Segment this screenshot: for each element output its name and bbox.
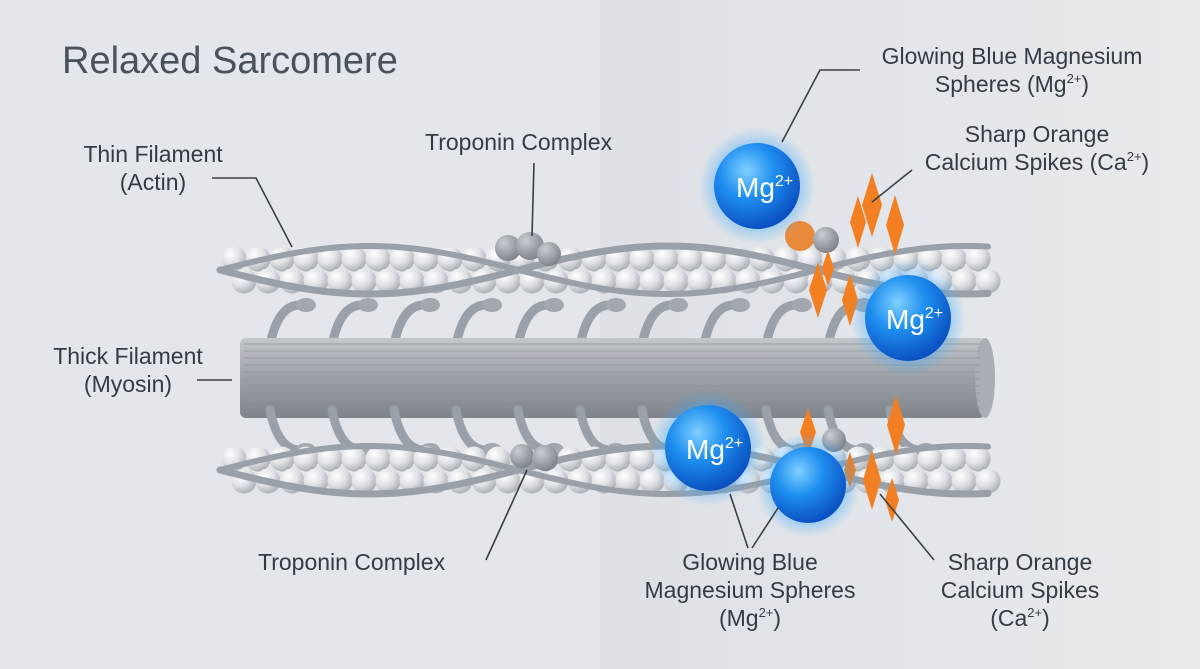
mg-label-bottom-line2: Magnesium Spheres (644, 577, 856, 603)
mg-label-bottom: Glowing Blue Magnesium Spheres (Mg2+) (620, 548, 880, 632)
mg-label-bottom-line3: (Mg2+) (718, 605, 782, 631)
actin-bead (615, 268, 641, 294)
actin-bead (687, 268, 713, 294)
troponin-label-top: Troponin Complex (425, 129, 613, 155)
thick-filament-label-line2: (Myosin) (83, 371, 173, 397)
actin-bead (951, 268, 977, 294)
troponin-complex-top (495, 221, 839, 266)
ca-label-top-line2: Calcium Spikes (Ca2+) (924, 149, 1150, 175)
actin-bead (975, 268, 1001, 294)
mg-sphere-1: Mg2+ (699, 128, 815, 244)
actin-bead (341, 246, 367, 272)
mg-symbol: Mg (886, 304, 925, 335)
actin-bead (399, 468, 425, 494)
actin-bead (375, 268, 401, 294)
left-panel (0, 0, 600, 669)
ca-label-bottom-line3: (Ca2+) (990, 605, 1050, 631)
mg-label-top: Glowing Blue Magnesium Spheres (Mg2+) (862, 42, 1162, 98)
actin-bead (341, 446, 367, 472)
calcium-spikes (800, 173, 905, 522)
actin-bead (677, 246, 703, 272)
actin-bead (399, 268, 425, 294)
diagram-title: Relaxed Sarcomere (62, 40, 398, 82)
mg-charge: 2+ (925, 305, 943, 322)
ca-label-top-line1: Sharp Orange (964, 121, 1110, 147)
thick-filament-label-line1: Thick Filament (53, 343, 203, 369)
calcium-spike (850, 196, 866, 248)
mg-sphere-2: Mg2+ (850, 260, 966, 376)
actin-bead (965, 446, 991, 472)
svg-text:Mg2+: Mg2+ (686, 434, 743, 465)
ca-label-bottom: Sharp Orange Calcium Spikes (Ca2+) (920, 548, 1120, 632)
actin-bead (389, 446, 415, 472)
actin-bead (389, 246, 415, 272)
actin-bead (941, 246, 967, 272)
mg-sphere-4 (756, 433, 860, 537)
thick-filament-label: Thick Filament (Myosin) (40, 342, 216, 398)
mg-label-top-line1: Glowing Blue Magnesium (881, 43, 1143, 69)
actin-bead (639, 268, 665, 294)
actin-bead (351, 468, 377, 494)
actin-bead (327, 468, 353, 494)
actin-bead (975, 468, 1001, 494)
actin-bead (965, 246, 991, 272)
mg-label-bottom-line1: Glowing Blue (682, 549, 818, 575)
calcium-spike (886, 195, 904, 255)
calcium-spike (887, 395, 905, 455)
thin-filament-label-line1: Thin Filament (83, 141, 223, 167)
actin-bead (663, 268, 689, 294)
ca-label-top: Sharp Orange Calcium Spikes (Ca2+) (908, 120, 1166, 176)
actin-bead (653, 246, 679, 272)
actin-bead (615, 468, 641, 494)
actin-bead (327, 268, 353, 294)
calcium-spike (863, 450, 881, 510)
actin-bead (917, 446, 943, 472)
mg-symbol: Mg (686, 434, 725, 465)
actin-bead (629, 446, 655, 472)
thin-filament-label: Thin Filament (Actin) (70, 140, 236, 196)
mg-sphere-3: Mg2+ (650, 390, 766, 506)
calcium-spike (862, 173, 882, 237)
ca-label-bottom-line2: Calcium Spikes (940, 577, 1100, 603)
leader-lines (197, 69, 935, 561)
actin-bead (317, 246, 343, 272)
actin-bead (317, 446, 343, 472)
actin-bead (951, 468, 977, 494)
troponin-label-bottom: Troponin Complex (258, 549, 446, 575)
actin-bead (351, 268, 377, 294)
actin-bead (365, 246, 391, 272)
actin-bead (927, 468, 953, 494)
svg-text:Mg2+: Mg2+ (736, 172, 793, 203)
actin-bead (941, 446, 967, 472)
mg-label-top-line2: Spheres (Mg2+) (934, 71, 1090, 97)
mg-charge: 2+ (725, 435, 743, 452)
actin-bead (365, 446, 391, 472)
thin-filament-label-line2: (Actin) (119, 169, 187, 195)
calcium-spike (885, 478, 899, 522)
svg-text:Mg2+: Mg2+ (886, 304, 943, 335)
actin-bead (375, 468, 401, 494)
mg-charge: 2+ (775, 173, 793, 190)
calcium-spike (822, 250, 834, 286)
actin-bead (629, 246, 655, 272)
ca-label-bottom-line1: Sharp Orange (947, 549, 1093, 575)
calcium-spike (809, 262, 827, 318)
mg-symbol: Mg (736, 172, 775, 203)
